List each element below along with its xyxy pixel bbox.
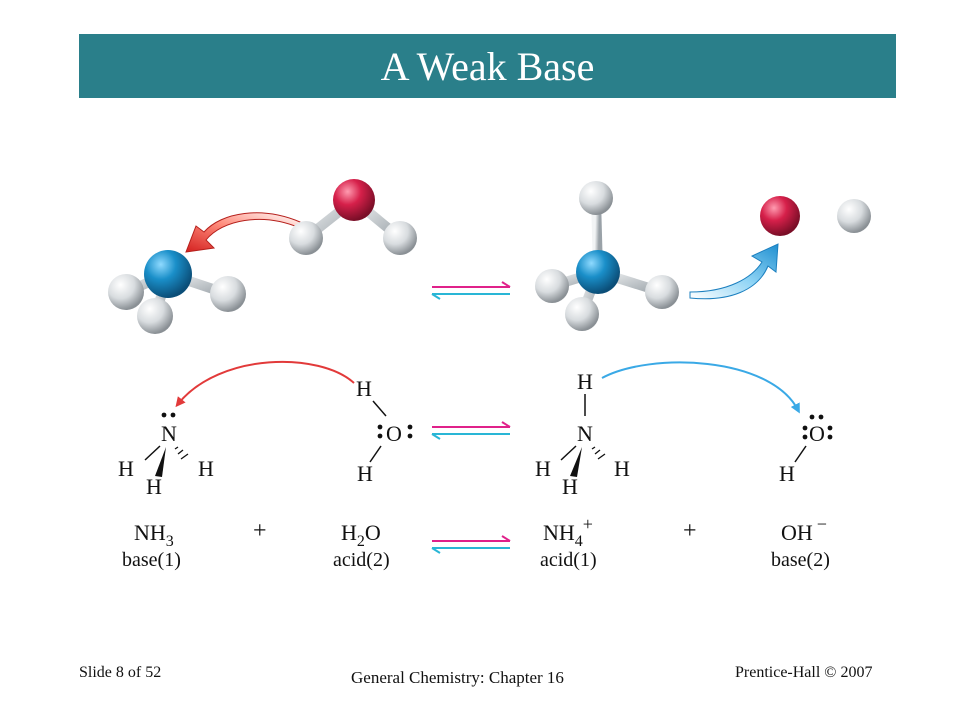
svg-text:NH4+: NH4+	[543, 514, 593, 550]
water-model	[289, 179, 417, 255]
atom-h: H	[562, 474, 578, 499]
ammonia-lewis: N H H H	[118, 412, 214, 499]
hydrogen-atom	[289, 221, 323, 255]
atom-h: H	[118, 456, 134, 481]
hydrogen-atom	[565, 297, 599, 331]
role-label: acid(1)	[540, 549, 597, 571]
atom-h: H	[146, 474, 162, 499]
hash-bond	[591, 446, 606, 460]
electron-arrow-red	[175, 360, 355, 408]
hydrogen-atom	[383, 221, 417, 255]
nitrogen-atom	[144, 250, 192, 298]
plus-sign: +	[683, 518, 697, 544]
atom-o: O	[386, 421, 402, 446]
electron-arrow-blue	[601, 361, 800, 414]
hydrogen-atom	[137, 298, 173, 334]
product-hydroxide: OH− base(2)	[771, 514, 830, 571]
hydroxide-model	[760, 196, 871, 236]
plus-sign: +	[253, 518, 267, 544]
equilibrium-arrow	[431, 281, 511, 300]
svg-text:NH3: NH3	[134, 520, 174, 550]
atom-n: N	[161, 421, 177, 446]
proton-transfer-arrow-red	[185, 212, 301, 253]
role-label: base(1)	[122, 549, 181, 571]
ammonia-model	[108, 250, 246, 334]
atom-h: H	[356, 376, 372, 401]
title-bar: A Weak Base	[79, 34, 896, 98]
hash-bond	[174, 446, 189, 460]
atom-h: H	[614, 456, 630, 481]
equilibrium-arrow	[431, 421, 511, 440]
ammonium-lewis: H N H H H	[535, 369, 630, 499]
hydrogen-atom	[837, 199, 871, 233]
product-ammonium: NH4+ acid(1)	[540, 514, 597, 571]
hydroxide-lewis: O H	[779, 414, 833, 486]
hydrogen-atom	[645, 275, 679, 309]
svg-text:OH−: OH−	[781, 514, 827, 545]
svg-text:H2O: H2O	[341, 520, 381, 550]
slide-number: Slide 8 of 52	[79, 664, 162, 681]
atom-n: N	[577, 421, 593, 446]
hydrogen-atom	[210, 276, 246, 312]
hydrogen-atom	[535, 269, 569, 303]
atom-h: H	[779, 461, 795, 486]
course-caption: General Chemistry: Chapter 16	[351, 668, 564, 687]
equilibrium-arrow	[431, 535, 511, 554]
role-label: base(2)	[771, 549, 830, 571]
atom-o: O	[809, 421, 825, 446]
reactant-water: H2O acid(2)	[333, 520, 390, 571]
atom-h: H	[357, 461, 373, 486]
copyright: Prentice-Hall © 2007	[735, 664, 873, 681]
atom-h: H	[577, 369, 593, 394]
role-label: acid(2)	[333, 549, 390, 571]
oxygen-atom	[760, 196, 800, 236]
reactant-ammonia: NH3 base(1)	[122, 520, 181, 571]
nitrogen-atom	[576, 250, 620, 294]
wedge-bond	[155, 447, 166, 477]
oxygen-atom	[333, 179, 375, 221]
ammonium-model	[535, 181, 679, 331]
atom-h: H	[198, 456, 214, 481]
hydrogen-atom	[108, 274, 144, 310]
atom-h: H	[535, 456, 551, 481]
water-lewis: H O H	[356, 376, 413, 486]
wedge-bond	[570, 447, 582, 477]
hydrogen-atom	[579, 181, 613, 215]
proton-transfer-arrow-blue	[689, 243, 779, 300]
slide-title: A Weak Base	[380, 43, 595, 89]
